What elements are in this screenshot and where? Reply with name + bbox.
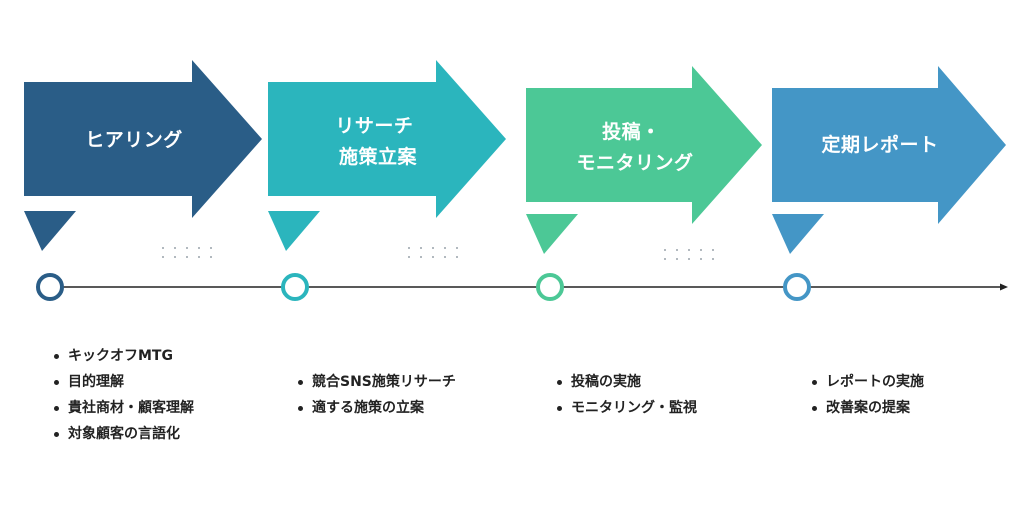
step-2: リサーチ 施策立案 <box>268 60 506 301</box>
step-2-arrow <box>268 60 506 218</box>
step-3-title: 投稿・ モニタリング <box>576 120 693 174</box>
step-3-arrow <box>526 66 762 224</box>
step-1-arrow <box>24 60 262 218</box>
step-4-node <box>783 273 811 301</box>
step-1-bullet: 貴社商材・顧客理解 <box>52 395 194 421</box>
step-4-title: 定期レポート <box>821 133 938 156</box>
step-2-dots <box>408 247 458 258</box>
step-1-title: ヒアリング <box>85 128 183 151</box>
step-2-node <box>281 273 309 301</box>
step-4-bullets: レポートの実施 改善案の提案 <box>810 369 924 421</box>
step-1-bullet: キックオフMTG <box>52 343 194 369</box>
step-2-bullet: 適する施策の立案 <box>296 395 456 421</box>
step-4-bullet: レポートの実施 <box>810 369 924 395</box>
step-4-title-line-1: 定期レポート <box>821 133 938 156</box>
step-4: 定期レポート <box>772 66 1006 301</box>
step-4-bullet: 改善案の提案 <box>810 395 924 421</box>
step-3-bullet: 投稿の実施 <box>555 369 697 395</box>
step-3-title-line-2: モニタリング <box>576 151 693 174</box>
step-1-pointer <box>24 211 76 251</box>
step-2-title-line-2: 施策立案 <box>339 145 418 168</box>
step-1-node <box>36 273 64 301</box>
step-2-title-line-1: リサーチ <box>335 115 413 137</box>
step-4-pointer <box>772 214 824 254</box>
step-1-dots <box>162 247 212 258</box>
step-3-dots <box>664 249 714 260</box>
step-2-pointer <box>268 211 320 251</box>
step-3-node <box>536 273 564 301</box>
step-3-title-line-1: 投稿・ <box>602 120 661 143</box>
step-1-title-line-1: ヒアリング <box>85 128 183 151</box>
step-3-pointer <box>526 214 578 254</box>
step-1-bullet: 目的理解 <box>52 369 194 395</box>
step-1: ヒアリング <box>24 60 262 301</box>
step-2-bullets: 競合SNS施策リサーチ 適する施策の立案 <box>296 369 456 421</box>
step-2-bullet: 競合SNS施策リサーチ <box>296 369 456 395</box>
step-3: 投稿・ モニタリング <box>526 66 762 301</box>
step-1-bullets: キックオフMTG 目的理解 貴社商材・顧客理解 対象顧客の言語化 <box>52 343 194 447</box>
timeline-arrowhead <box>1000 283 1008 291</box>
step-4-arrow <box>772 66 1006 224</box>
step-1-bullet: 対象顧客の言語化 <box>52 421 194 447</box>
step-3-bullet: モニタリング・監視 <box>555 395 697 421</box>
step-3-bullets: 投稿の実施 モニタリング・監視 <box>555 369 697 421</box>
step-2-title: リサーチ 施策立案 <box>335 115 420 168</box>
